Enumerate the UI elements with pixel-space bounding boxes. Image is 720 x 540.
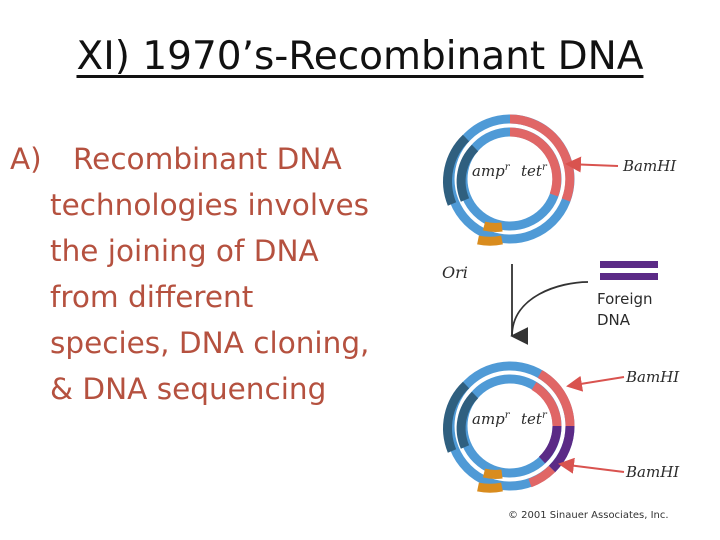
bullet-line: species, DNA cloning, [50,326,370,360]
ligation-arrow [510,281,589,346]
bamhi-label-top: BamHI [622,157,677,175]
top-amp-gene-outer [443,134,470,206]
top-amp-sup: r [505,162,511,173]
bottom-amp-label: amp [472,410,505,428]
bullet-line: & DNA sequencing [50,372,327,406]
foreign-dna-strand-bottom [600,273,658,280]
bottom-foreign-insert-inner [538,425,562,464]
top-amp-gene-inner [456,144,479,202]
top-tet-sup: r [542,162,548,173]
bottom-foreign-insert-outer [548,425,575,473]
top-tet-gene-outer [509,114,575,202]
bottom-tet-gene-outer-a [537,370,575,427]
top-ori-inner [482,221,503,232]
bottom-amp-gene-inner [456,391,479,449]
top-tet-gene-inner [509,127,562,197]
top-ori-outer [477,235,503,246]
recombinant-dna-figure: ampr tetr BamHI Ori Foreign DNA [420,104,720,534]
bullet-line: Recombinant DNA [73,142,342,176]
slide-title-text: XI) 1970’s-Recombinant DNA [76,34,644,79]
bottom-tet-gene-outer-b [528,465,556,488]
bottom-tet-label: tet [521,410,543,428]
foreign-dna-label-1: Foreign [597,290,653,308]
svg-text:tetr: tetr [521,162,548,180]
top-tet-label: tet [521,162,543,180]
bottom-amp-sup: r [505,410,511,421]
foreign-dna-label-2: DNA [597,311,631,329]
svg-text:tetr: tetr [521,410,548,428]
bullet-line: from different [50,280,254,314]
top-plasmid: ampr tetr [443,114,575,246]
bamhi-arrow-mid [566,375,625,392]
figure-copyright: © 2001 Sinauer Associates, Inc. [508,510,669,521]
ori-label: Ori [442,263,468,282]
bamhi-label-bottom: BamHI [625,463,680,481]
slide-title: XI) 1970’s-Recombinant DNA [0,34,720,79]
bottom-tet-sup: r [542,410,548,421]
bottom-ori-inner [482,468,503,479]
bullet-marker: A) [10,142,42,176]
bamhi-arrow-bottom [558,457,625,474]
bullet-text: Recombinant DNA technologies involves th… [50,136,450,412]
bullet-line: technologies involves [50,188,370,222]
bottom-plasmid: ampr tetr [443,361,575,493]
bamhi-arrow-top [565,156,619,173]
foreign-dna-strand-top [600,261,658,268]
bottom-tet-gene-inner-a [531,382,562,427]
bullet-line: the joining of DNA [50,234,319,268]
svg-text:ampr: ampr [472,162,511,180]
svg-text:ampr: ampr [472,410,511,428]
plasmid-diagram: ampr tetr BamHI Ori Foreign DNA [442,114,680,521]
top-amp-label: amp [472,162,505,180]
bamhi-label-mid: BamHI [625,368,680,386]
bottom-amp-gene-outer [443,381,470,453]
bottom-ori-outer [477,482,503,493]
